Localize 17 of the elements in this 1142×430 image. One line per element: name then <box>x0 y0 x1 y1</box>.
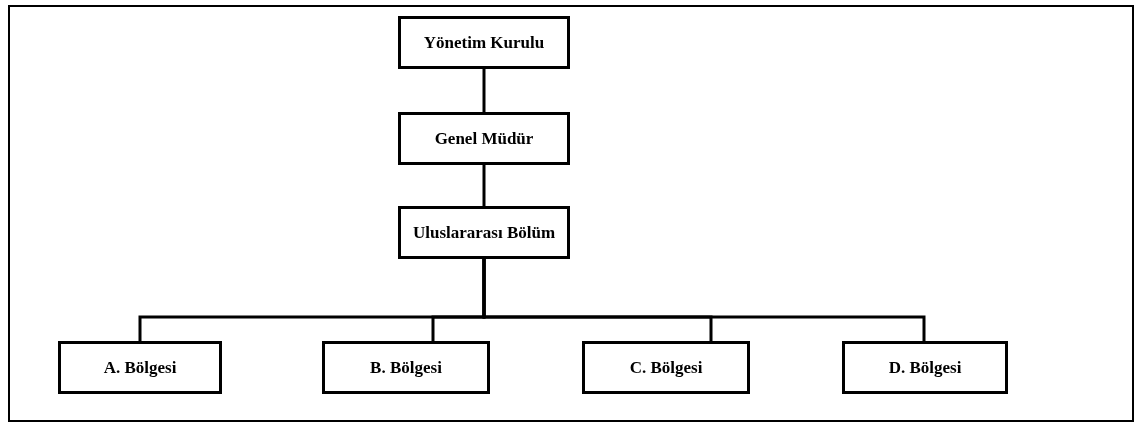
connector-line <box>482 165 486 206</box>
org-box <box>398 112 570 165</box>
org-box <box>58 341 222 394</box>
connector-line <box>482 259 926 341</box>
box-label: Uluslararası Bölüm <box>412 222 556 243</box>
org-box <box>842 341 1008 394</box>
org-box <box>582 341 750 394</box>
org-box <box>398 206 570 259</box>
connector-line <box>482 69 486 112</box>
org-box <box>322 341 490 394</box>
box-label: Genel Müdür <box>434 128 534 149</box>
org-box <box>398 16 570 69</box>
box-label: D. Bölgesi <box>888 357 962 378</box>
box-label: Yönetim Kurulu <box>423 32 545 53</box>
box-label: A. Bölgesi <box>103 357 177 378</box>
box-label: C. Bölgesi <box>629 357 703 378</box>
box-label: B. Bölgesi <box>370 357 442 378</box>
